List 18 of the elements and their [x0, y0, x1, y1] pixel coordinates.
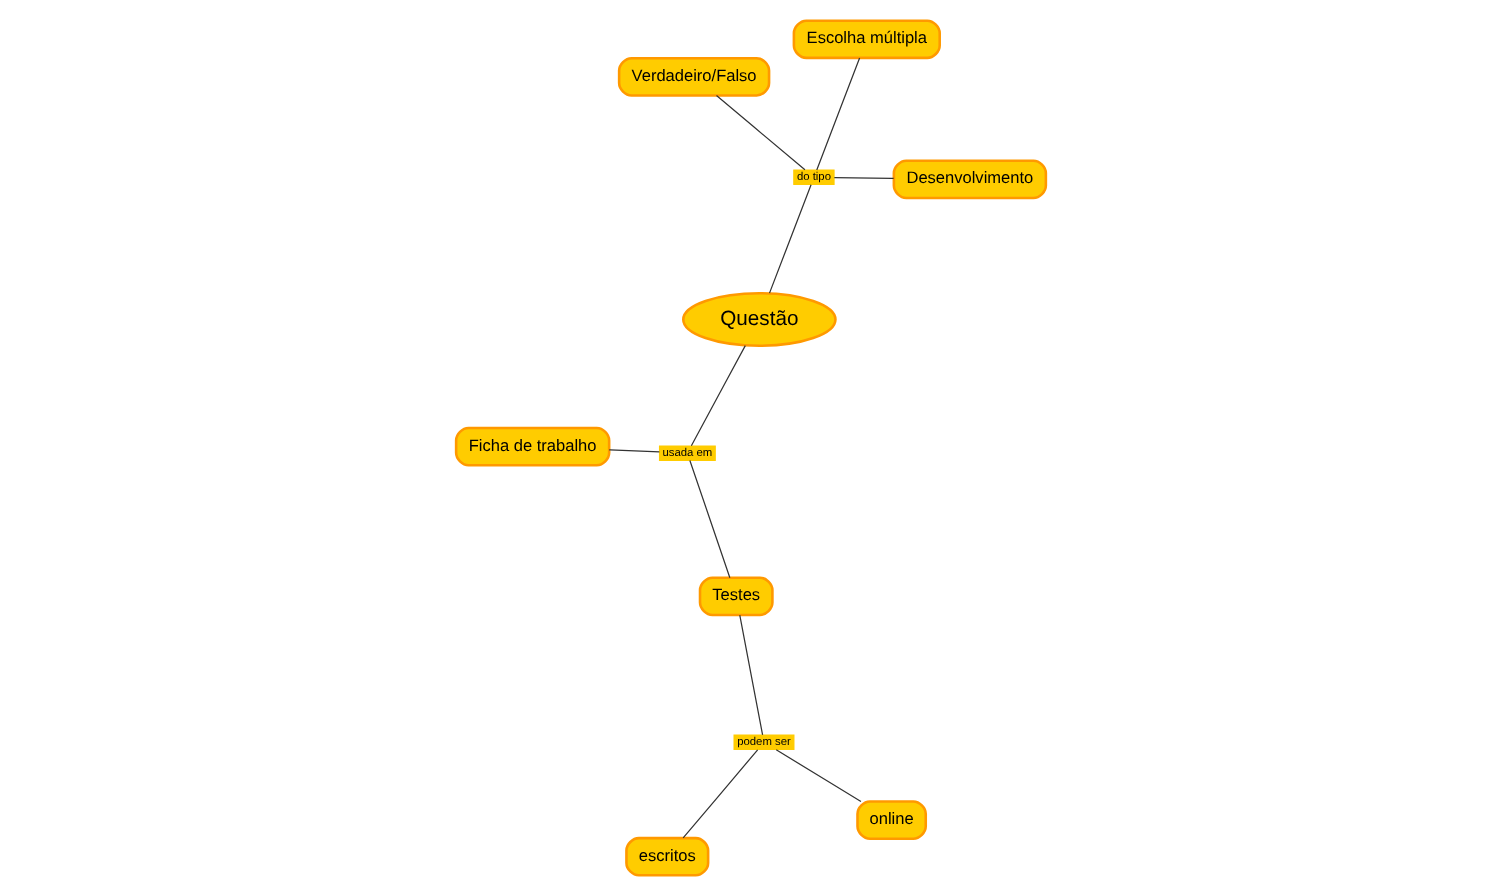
connector — [690, 344, 746, 447]
connector — [775, 749, 862, 803]
connector — [768, 184, 812, 294]
node-box: Escolha múltipla — [792, 19, 941, 60]
connector — [689, 459, 731, 579]
connector — [833, 177, 895, 180]
connector — [682, 749, 759, 839]
connector — [715, 94, 806, 171]
node-box: Ficha de trabalho — [454, 426, 611, 467]
node-box: escritos — [625, 836, 710, 877]
node-box: Verdadeiro/Falso — [617, 56, 771, 97]
node-box: Desenvolvimento — [892, 159, 1048, 200]
connector — [816, 57, 861, 171]
node-box: online — [856, 800, 928, 840]
node-box: Testes — [698, 576, 774, 617]
connector — [608, 449, 660, 453]
connector — [739, 614, 764, 736]
node-ellipse: Questão — [682, 291, 837, 348]
